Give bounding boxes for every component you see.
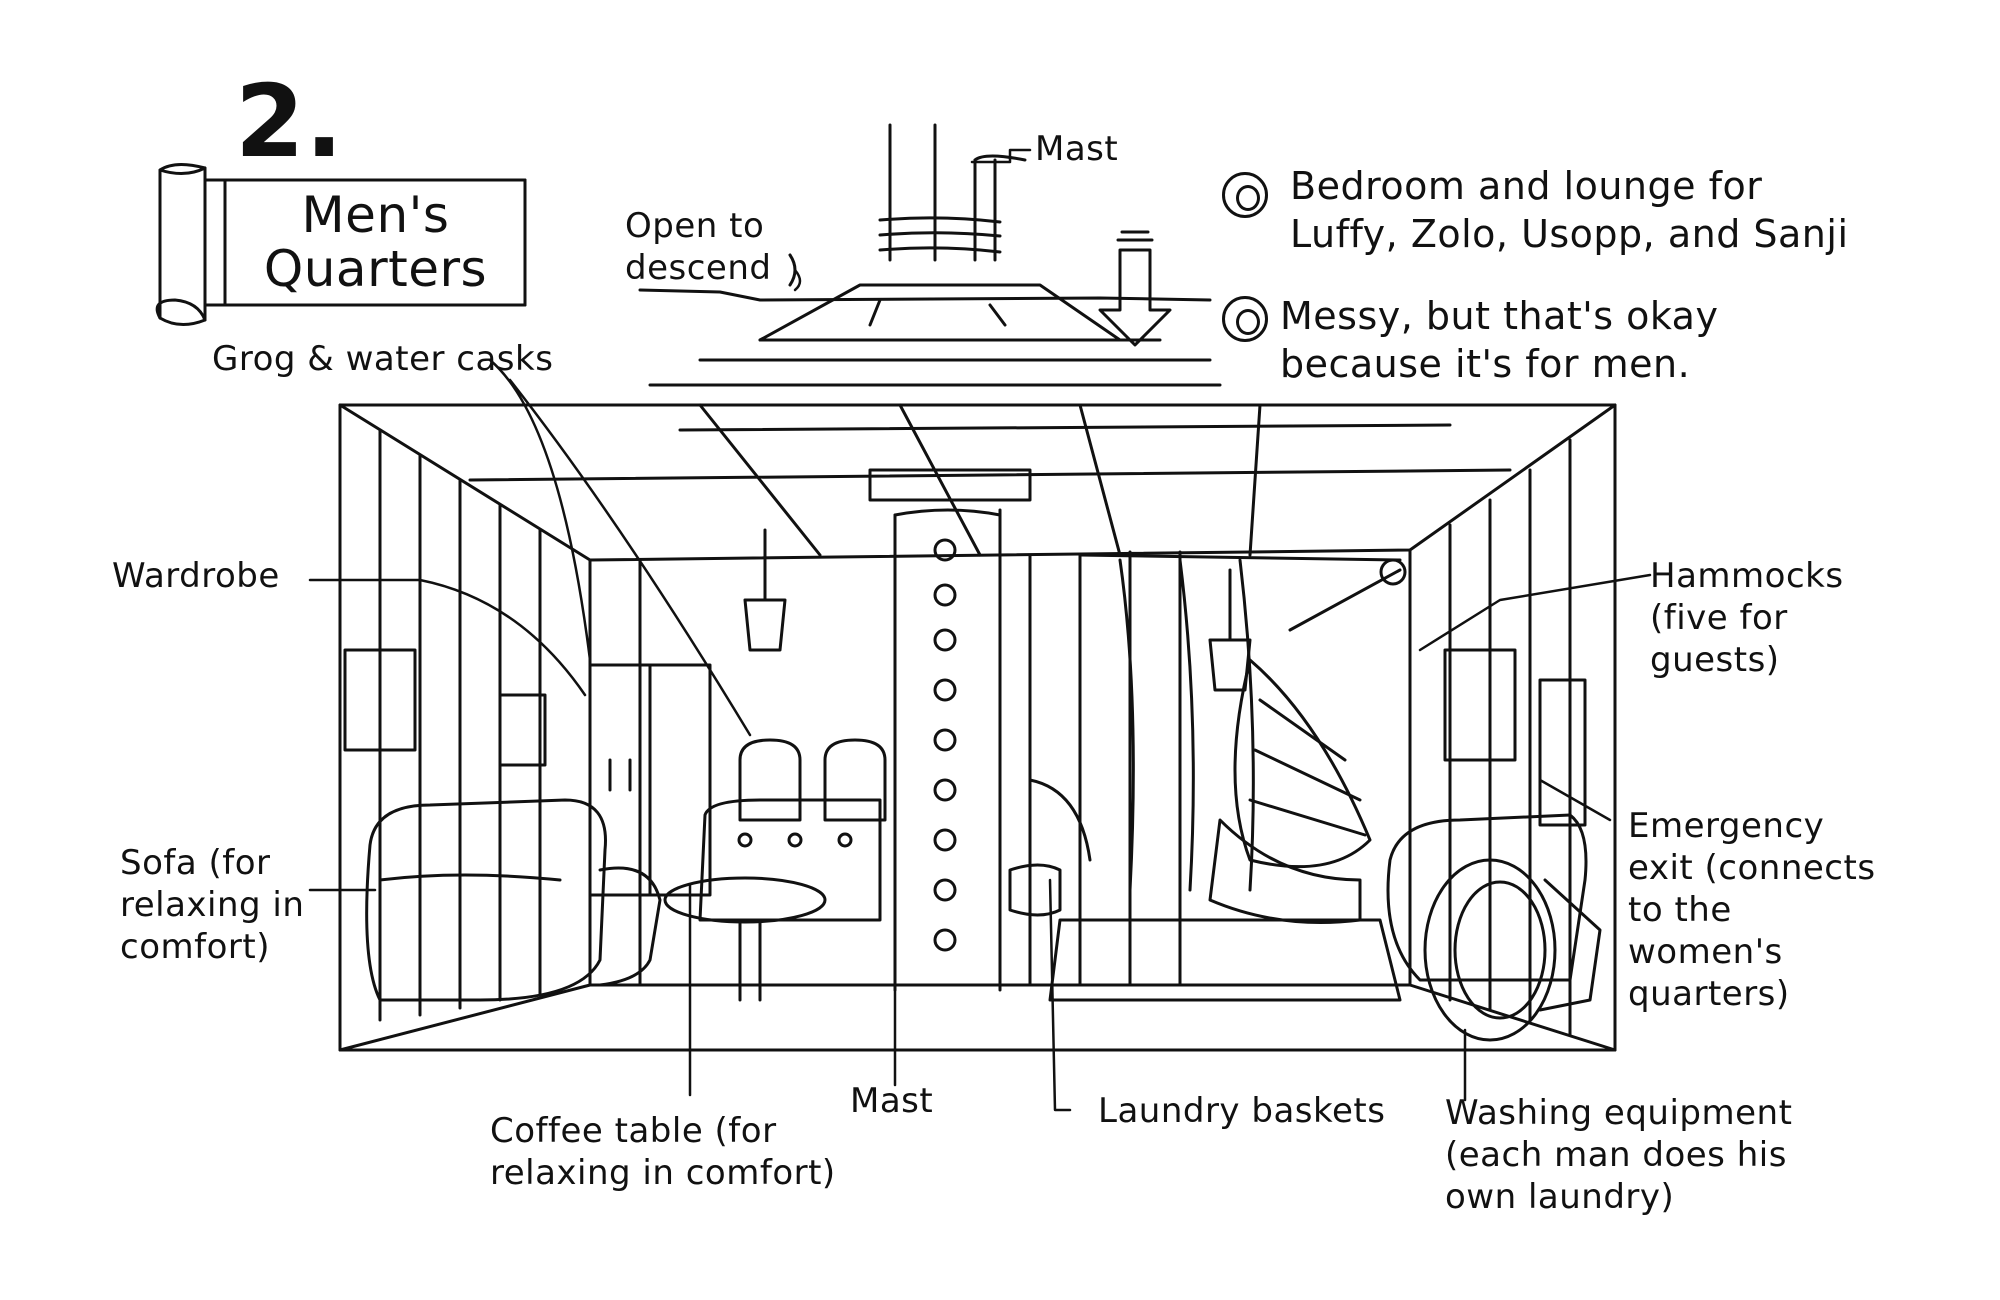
leader-lines bbox=[308, 148, 1652, 1112]
at-bullet-icon bbox=[1222, 172, 1268, 218]
label-sofa: Sofa (for relaxing in comfort) bbox=[120, 843, 305, 967]
label-mast-top: Mast bbox=[1035, 129, 1119, 169]
label-hammocks: Hammocks (five for guests) bbox=[1650, 556, 1844, 680]
room-box bbox=[338, 403, 1617, 1052]
note-bedroom-lounge: Bedroom and lounge for Luffy, Zolo, Usop… bbox=[1290, 164, 1849, 256]
note-messy: Messy, but that's okay because it's for … bbox=[1280, 294, 1719, 386]
label-wardrobe: Wardrobe bbox=[112, 556, 280, 596]
label-washing-equipment: Washing equipment (each man does his own… bbox=[1445, 1093, 1793, 1217]
wardrobe-drawing bbox=[588, 663, 712, 897]
label-coffee-table: Coffee table (for relaxing in comfort) bbox=[490, 1111, 836, 1193]
banner-title: Men's Quarters bbox=[263, 186, 488, 298]
at-bullet-icon bbox=[1222, 296, 1268, 342]
label-laundry-baskets: Laundry baskets bbox=[1098, 1091, 1386, 1131]
scroll-banner-drawing bbox=[155, 163, 527, 326]
washing-tub-drawing bbox=[1423, 858, 1602, 1042]
label-grog-water-casks: Grog & water casks bbox=[212, 339, 554, 379]
sofa-drawing bbox=[365, 798, 662, 1002]
hatch-diagram bbox=[638, 123, 1222, 387]
mast-pillar bbox=[868, 468, 1032, 992]
hammocks-drawing bbox=[1078, 553, 1407, 924]
coffee-table-drawing bbox=[663, 876, 827, 1002]
label-emergency-exit: Emergency exit (connects to the women's … bbox=[1628, 806, 1876, 1014]
label-mast-bottom: Mast bbox=[850, 1081, 934, 1121]
section-number: 2. bbox=[235, 63, 344, 180]
label-open-to-descend: Open to descend bbox=[625, 206, 772, 288]
